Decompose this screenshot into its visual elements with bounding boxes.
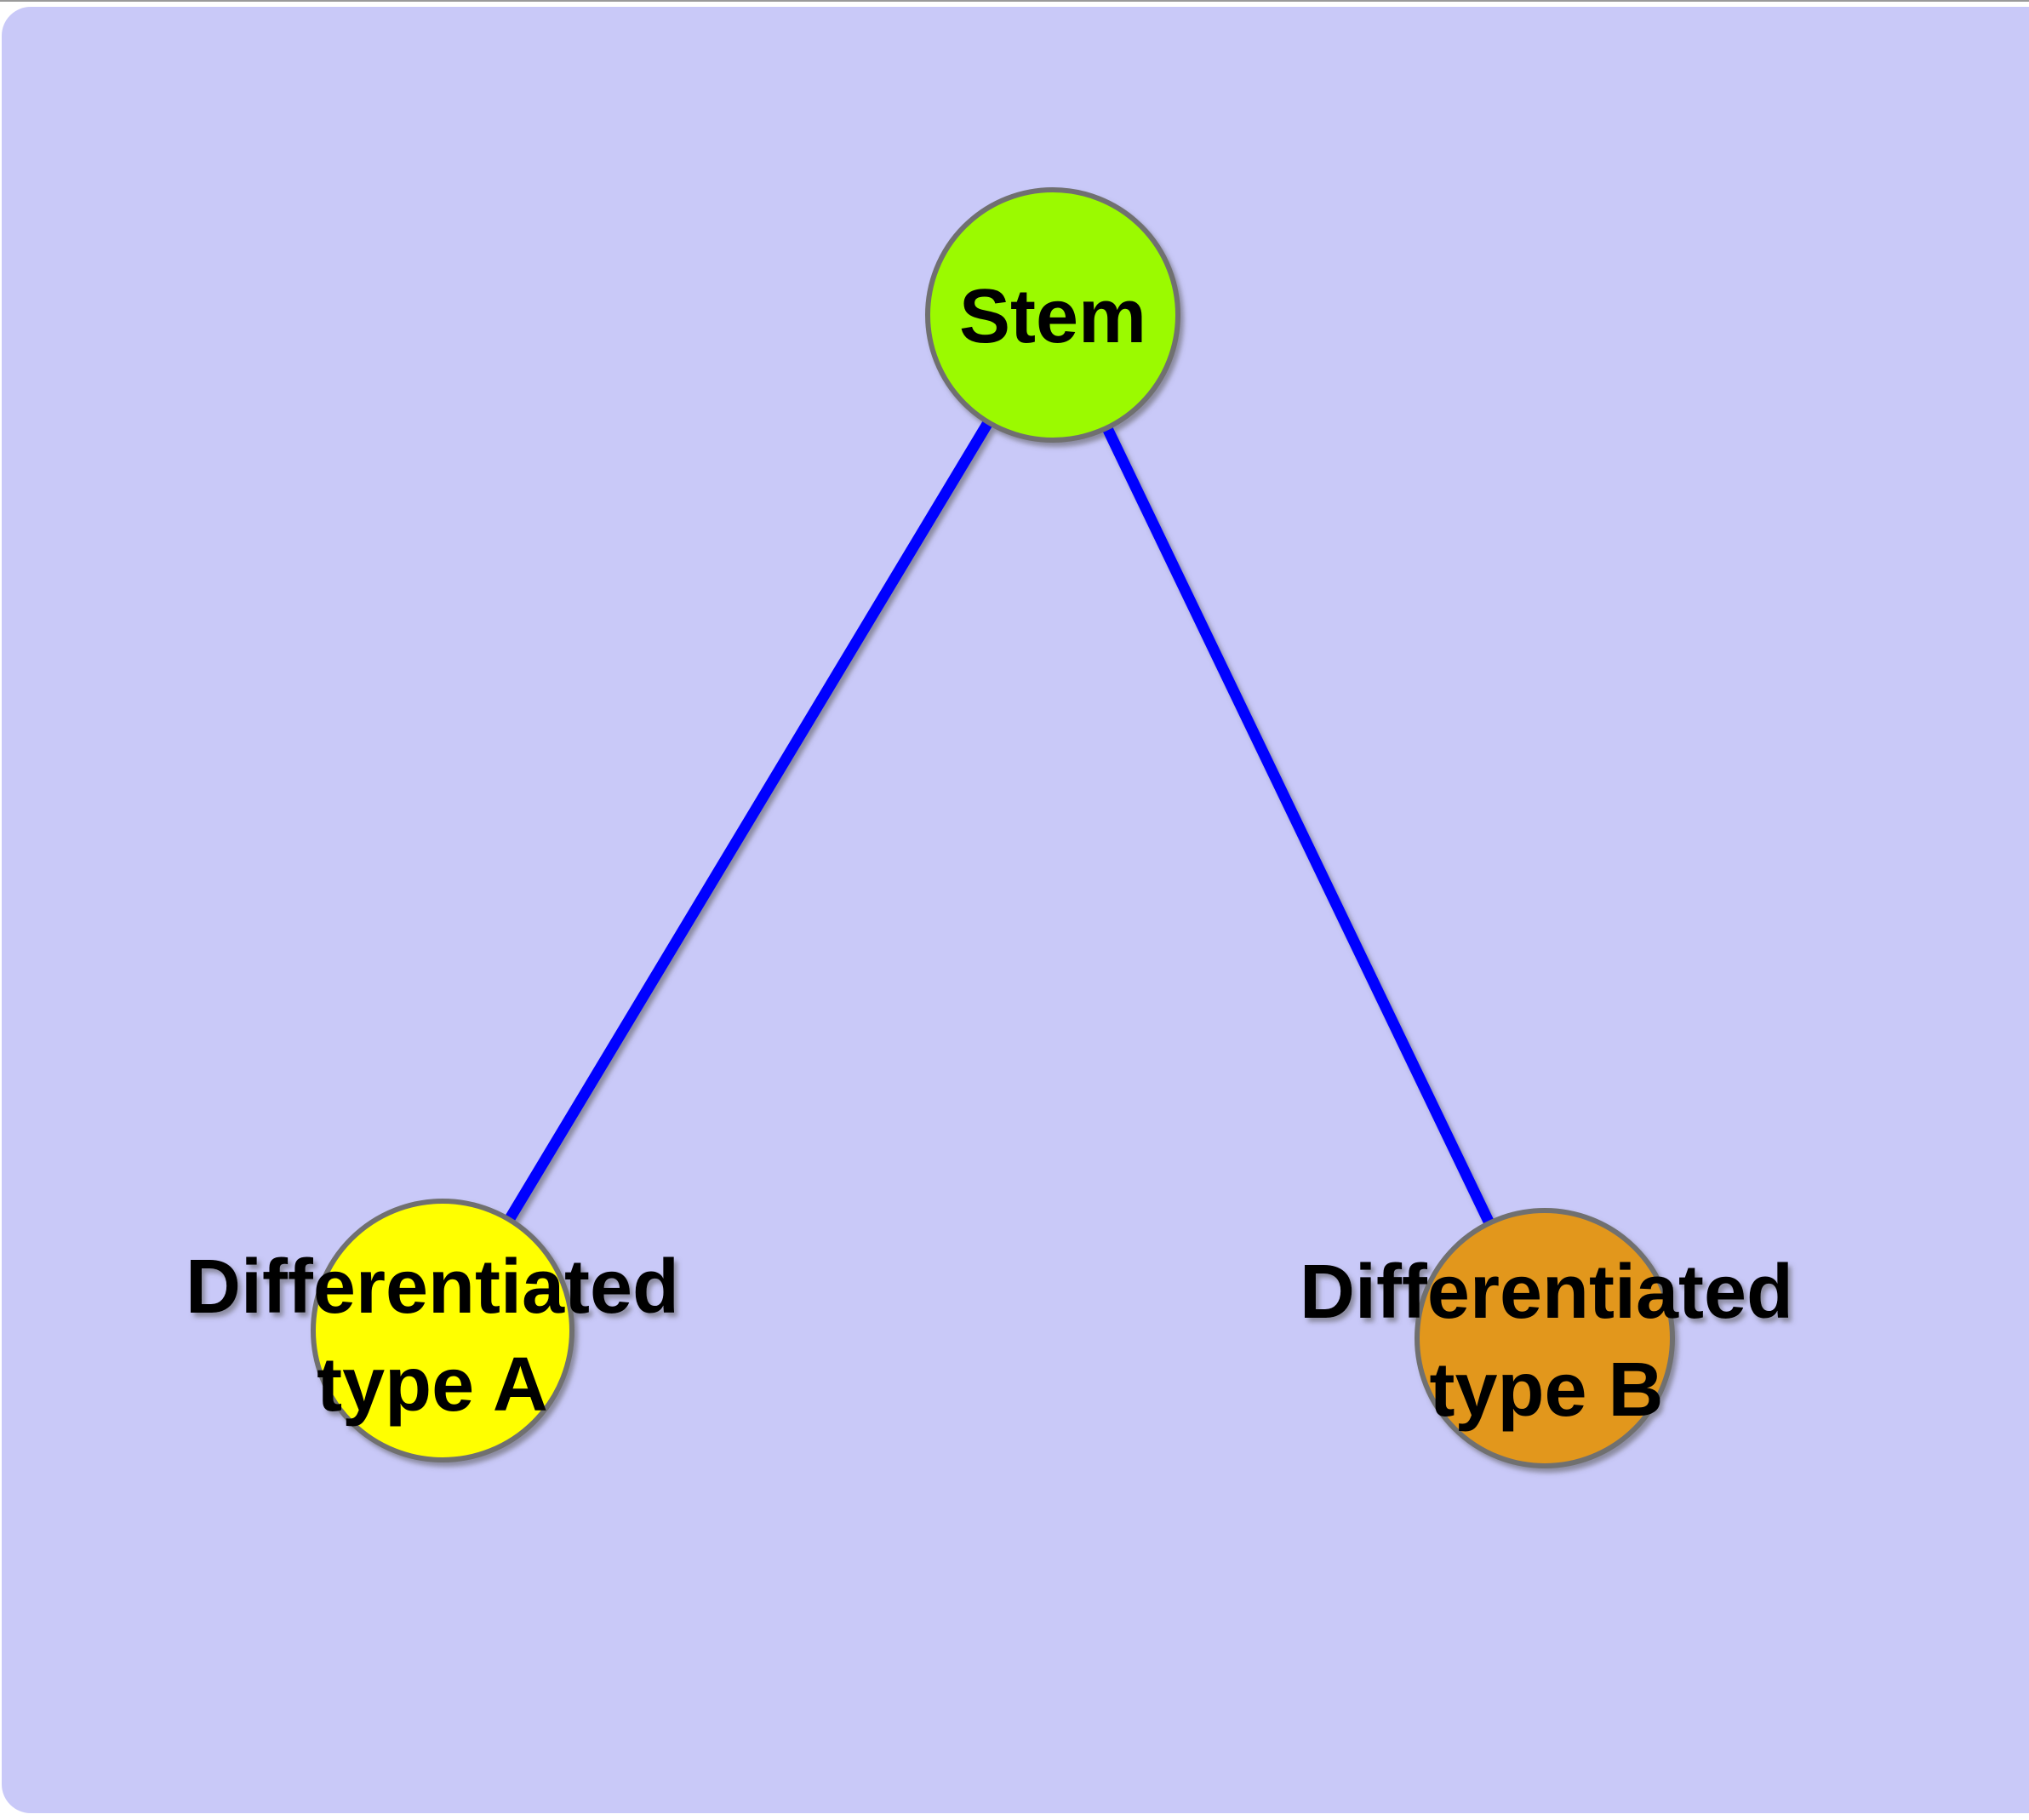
top-edge-line	[0, 0, 2029, 2]
edge-stem-to-type-a	[437, 312, 1058, 1334]
stem-node-label: Stem	[959, 274, 1146, 359]
type-a-node-label-line1: Differentiated	[186, 1245, 679, 1330]
type-b-node-label-line1: Differentiated	[1300, 1250, 1793, 1335]
edge-stem-to-type-b	[1048, 312, 1550, 1341]
type-a-node-circle	[311, 1199, 574, 1462]
type-a-node-label-line2: type A	[317, 1342, 548, 1428]
type-b-node-circle	[1415, 1208, 1675, 1468]
stem-node-circle	[925, 187, 1180, 443]
type-b-node-label-line2: type B	[1429, 1348, 1663, 1433]
